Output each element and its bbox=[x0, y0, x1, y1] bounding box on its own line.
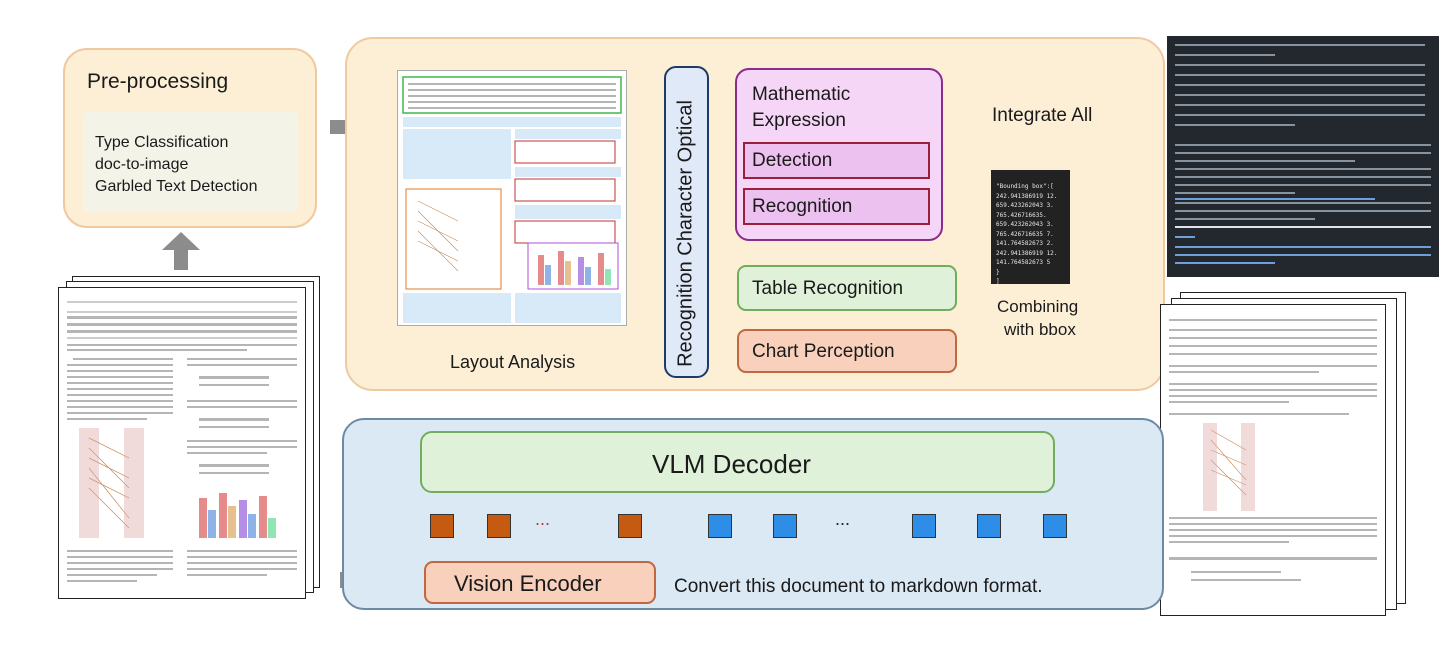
math-detection-label: Detection bbox=[752, 150, 833, 171]
output-page-thumbnail bbox=[1169, 319, 1377, 581]
vision-encoder-box bbox=[424, 561, 656, 604]
input-page-thumbnail bbox=[67, 301, 297, 582]
arrow-doc-to-pre bbox=[162, 232, 200, 270]
markdown-output-thumbnail bbox=[1175, 44, 1431, 264]
preprocessing-item-doc-to-image: doc-to-image bbox=[95, 156, 189, 173]
math-recognition-box bbox=[743, 188, 930, 225]
markdown-output-screen bbox=[1167, 36, 1439, 277]
vision-token bbox=[912, 514, 936, 538]
integrate-all-label: Integrate All bbox=[992, 105, 1093, 126]
text-token bbox=[618, 514, 642, 538]
vision-token-ellipsis: ... bbox=[835, 509, 851, 529]
vlm-decoder-label: VLM Decoder bbox=[652, 449, 811, 479]
math-recognition-label: Recognition bbox=[752, 196, 853, 217]
math-title-line2: Expression bbox=[752, 110, 846, 131]
text-token bbox=[487, 514, 511, 538]
math-title-line1: Mathematic bbox=[752, 84, 851, 105]
combining-label: Combining bbox=[997, 297, 1079, 316]
preprocessing-title: Pre-processing bbox=[87, 70, 229, 93]
ocr-label: Recognition Character Optical bbox=[674, 100, 697, 367]
output-page-front bbox=[1160, 304, 1386, 616]
vision-encoder-label: Vision Encoder bbox=[454, 571, 602, 596]
math-detection-box bbox=[743, 142, 930, 179]
vlm-decoder-box bbox=[420, 431, 1055, 493]
preprocessing-item-type-classification: Type Classification bbox=[95, 134, 229, 151]
layout-analysis-label: Layout Analysis bbox=[450, 352, 576, 372]
layout-analysis-thumbnail bbox=[402, 76, 622, 323]
preprocessing-item-garbled-text: Garbled Text Detection bbox=[95, 178, 258, 195]
prompt-text: Convert this document to markdown format… bbox=[674, 576, 1043, 597]
layout-analysis-document bbox=[397, 70, 627, 326]
chart-perception-label: Chart Perception bbox=[752, 341, 895, 362]
text-token bbox=[430, 514, 454, 538]
vision-token bbox=[773, 514, 797, 538]
ocr-module bbox=[664, 66, 709, 378]
table-recognition-module bbox=[737, 265, 957, 311]
vision-token bbox=[977, 514, 1001, 538]
with-bbox-label: with bbox bbox=[1004, 320, 1076, 339]
vision-token bbox=[708, 514, 732, 538]
preprocessing-list bbox=[83, 112, 298, 212]
text-token-ellipsis: ... bbox=[535, 509, 551, 529]
vision-token bbox=[1043, 514, 1067, 538]
bbox-code-image bbox=[991, 170, 1070, 284]
bbox-code-text: "Bounding box":[ 242.941386919 12. 659.4… bbox=[996, 183, 1058, 285]
chart-perception-module bbox=[737, 329, 957, 373]
table-recognition-label: Table Recognition bbox=[752, 278, 904, 299]
input-page-front bbox=[58, 287, 306, 599]
